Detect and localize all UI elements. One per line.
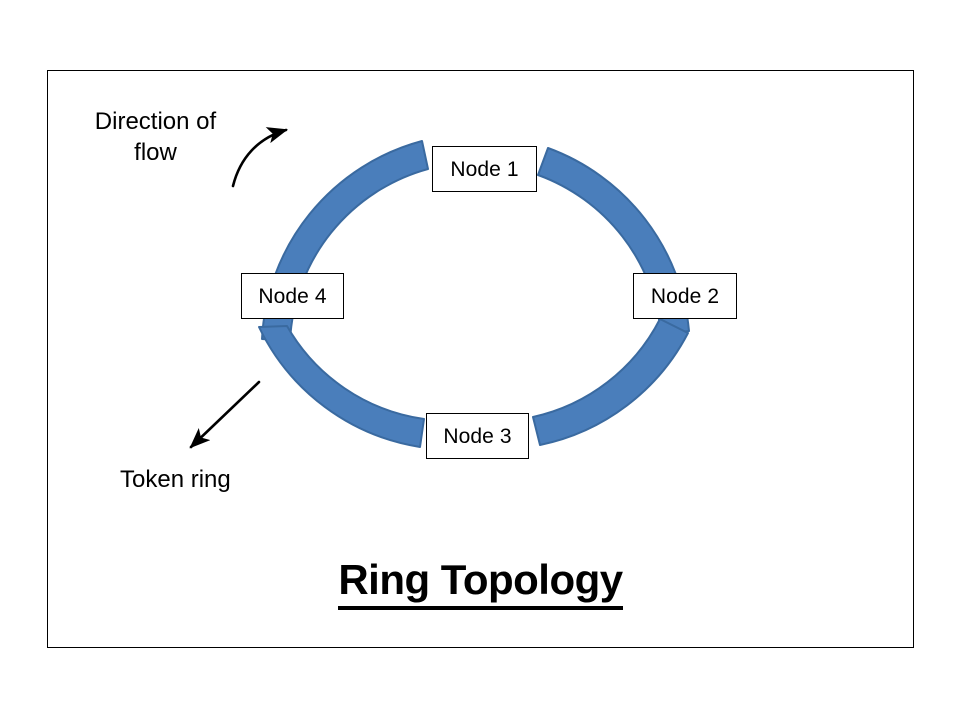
node-box-4[interactable]: Node 4 [241, 273, 344, 319]
node-label-2: Node 2 [650, 284, 720, 308]
node-label-1: Node 1 [450, 157, 519, 181]
direction-of-flow-label: Direction of flow [63, 107, 248, 168]
node-box-2[interactable]: Node 2 [633, 273, 737, 319]
node-label-3: Node 3 [443, 424, 512, 448]
node-box-1[interactable]: Node 1 [432, 146, 537, 192]
node-box-3[interactable]: Node 3 [426, 413, 529, 459]
node-label-4: Node 4 [258, 284, 327, 308]
token-ring-label: Token ring [120, 466, 231, 493]
slide-title-text: Ring Topology [338, 556, 623, 610]
direction-of-flow-line-1: Direction of [94, 108, 217, 135]
direction-of-flow-line-2: flow [134, 138, 177, 166]
slide-title: Ring Topology [47, 556, 914, 610]
